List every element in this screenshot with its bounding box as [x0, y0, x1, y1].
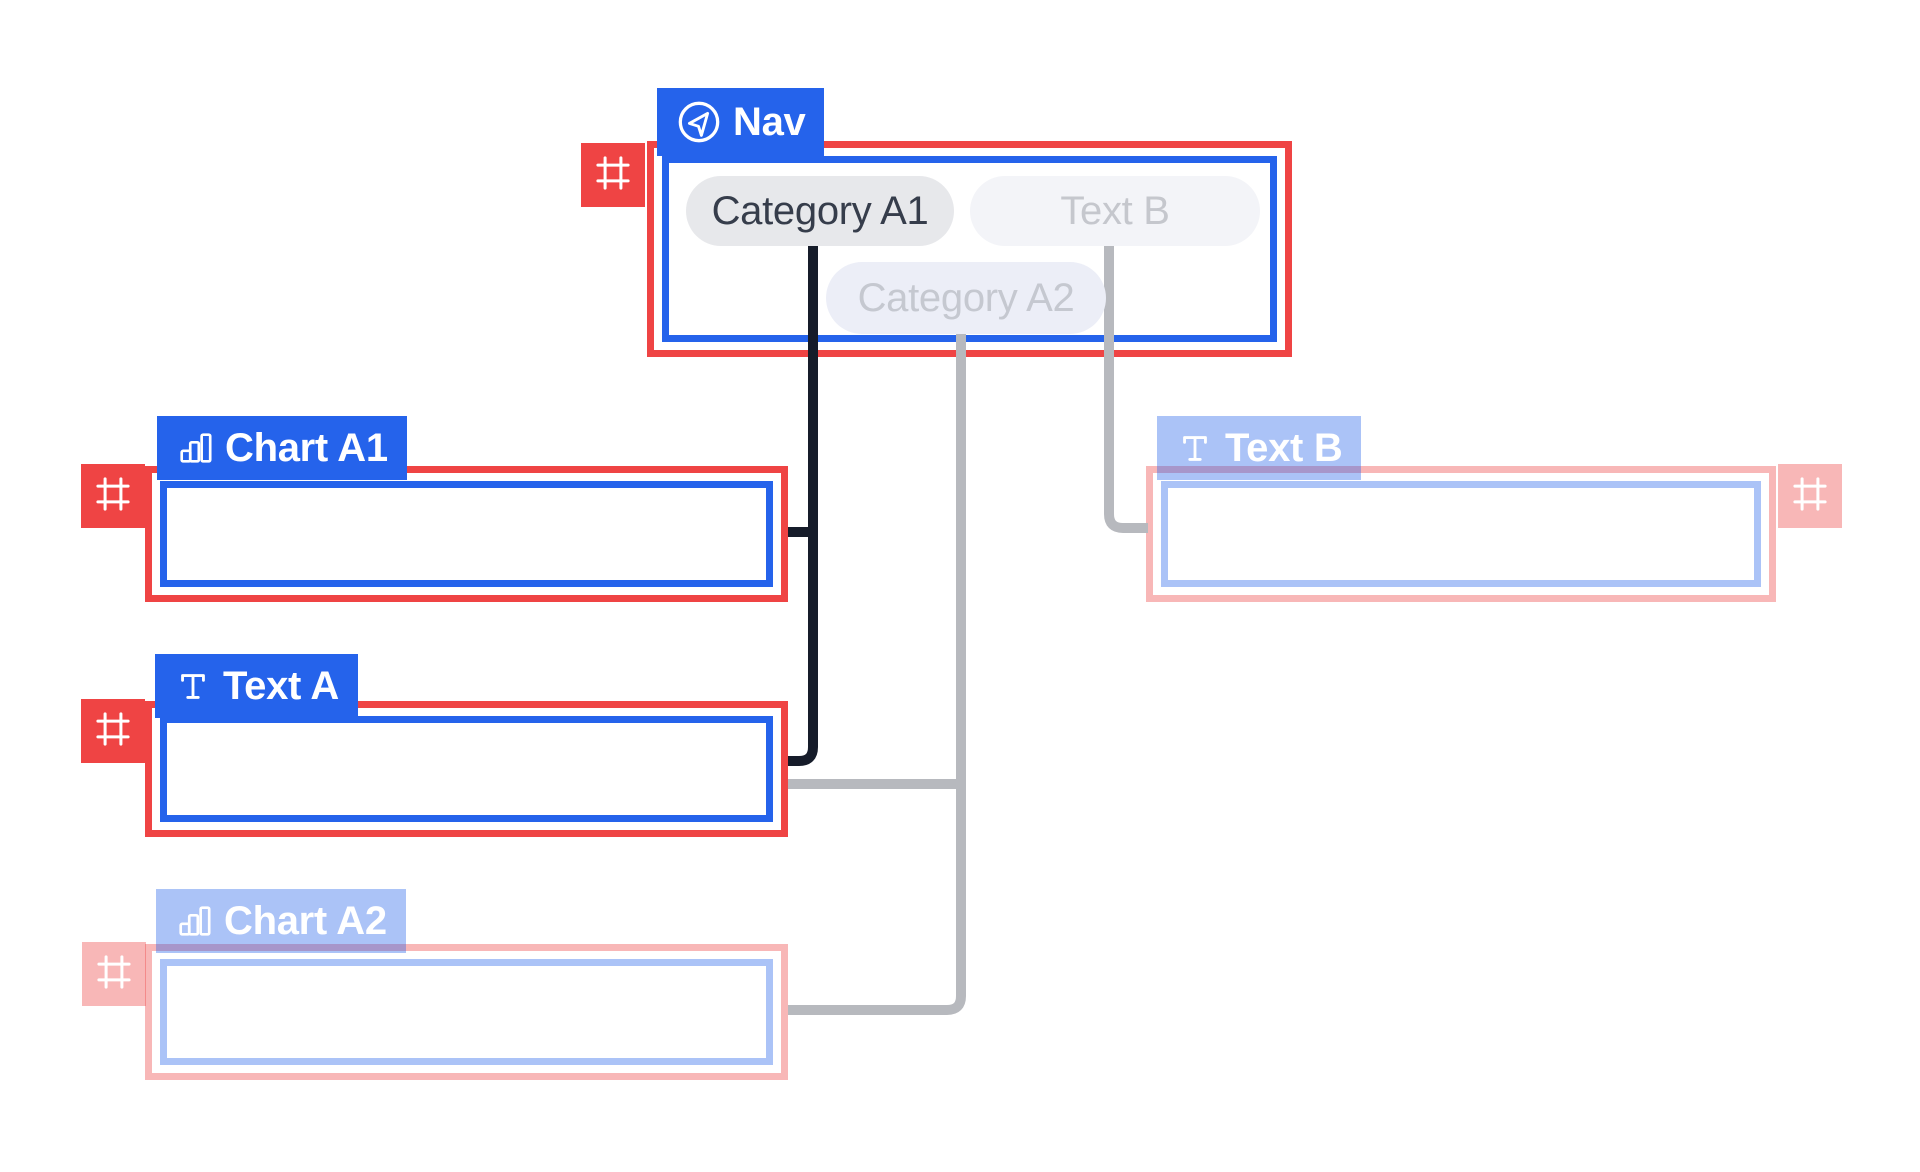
text-b-node-box[interactable] — [1146, 466, 1776, 602]
text-a-node-box[interactable] — [145, 701, 788, 837]
chart-a1-node-box[interactable] — [145, 466, 788, 602]
pill-text-b[interactable]: Text B — [970, 176, 1260, 246]
text-b-node-inner — [1161, 481, 1761, 587]
connector-category-a2-to-chart-a2 — [788, 334, 966, 1015]
pill-category-a2[interactable]: Category A2 — [826, 262, 1106, 334]
chart-a2-label-text: Chart A2 — [224, 898, 387, 943]
frame-badge-chart-a2 — [82, 942, 146, 1006]
pill-category-a1-text: Category A1 — [711, 188, 929, 233]
navigation-icon — [676, 99, 722, 145]
chart-a1-label-text: Chart A1 — [225, 425, 388, 470]
pill-category-a2-text: Category A2 — [857, 275, 1075, 320]
chart-a1-node-inner — [160, 481, 773, 587]
nav-node-label[interactable]: Nav — [657, 88, 825, 156]
chart-a2-node-label[interactable]: Chart A2 — [156, 889, 406, 953]
frame-icon — [1787, 471, 1833, 522]
frame-icon — [590, 150, 636, 201]
chart-a1-node-label[interactable]: Chart A1 — [157, 416, 407, 480]
bar-chart-icon — [175, 902, 213, 940]
frame-badge-chart-a1 — [81, 464, 145, 528]
bar-chart-icon — [176, 429, 214, 467]
text-a-node-inner — [160, 716, 773, 822]
frame-badge-nav — [581, 143, 645, 207]
pill-text-b-text: Text B — [1060, 188, 1170, 233]
pill-category-a1[interactable]: Category A1 — [686, 176, 954, 246]
text-icon — [1176, 429, 1214, 467]
text-a-label-text: Text A — [223, 663, 339, 708]
frame-badge-text-a — [81, 699, 145, 763]
text-b-node-label[interactable]: Text B — [1157, 416, 1362, 480]
text-a-node-label[interactable]: Text A — [155, 654, 358, 718]
nav-label-text: Nav — [733, 99, 806, 144]
chart-a2-node-inner — [160, 959, 773, 1065]
frame-badge-text-b — [1778, 464, 1842, 528]
text-icon — [174, 667, 212, 705]
frame-icon — [91, 949, 137, 1000]
text-b-label-text: Text B — [1225, 425, 1343, 470]
frame-icon — [90, 706, 136, 757]
chart-a2-node-box[interactable] — [145, 944, 788, 1080]
frame-icon — [90, 471, 136, 522]
